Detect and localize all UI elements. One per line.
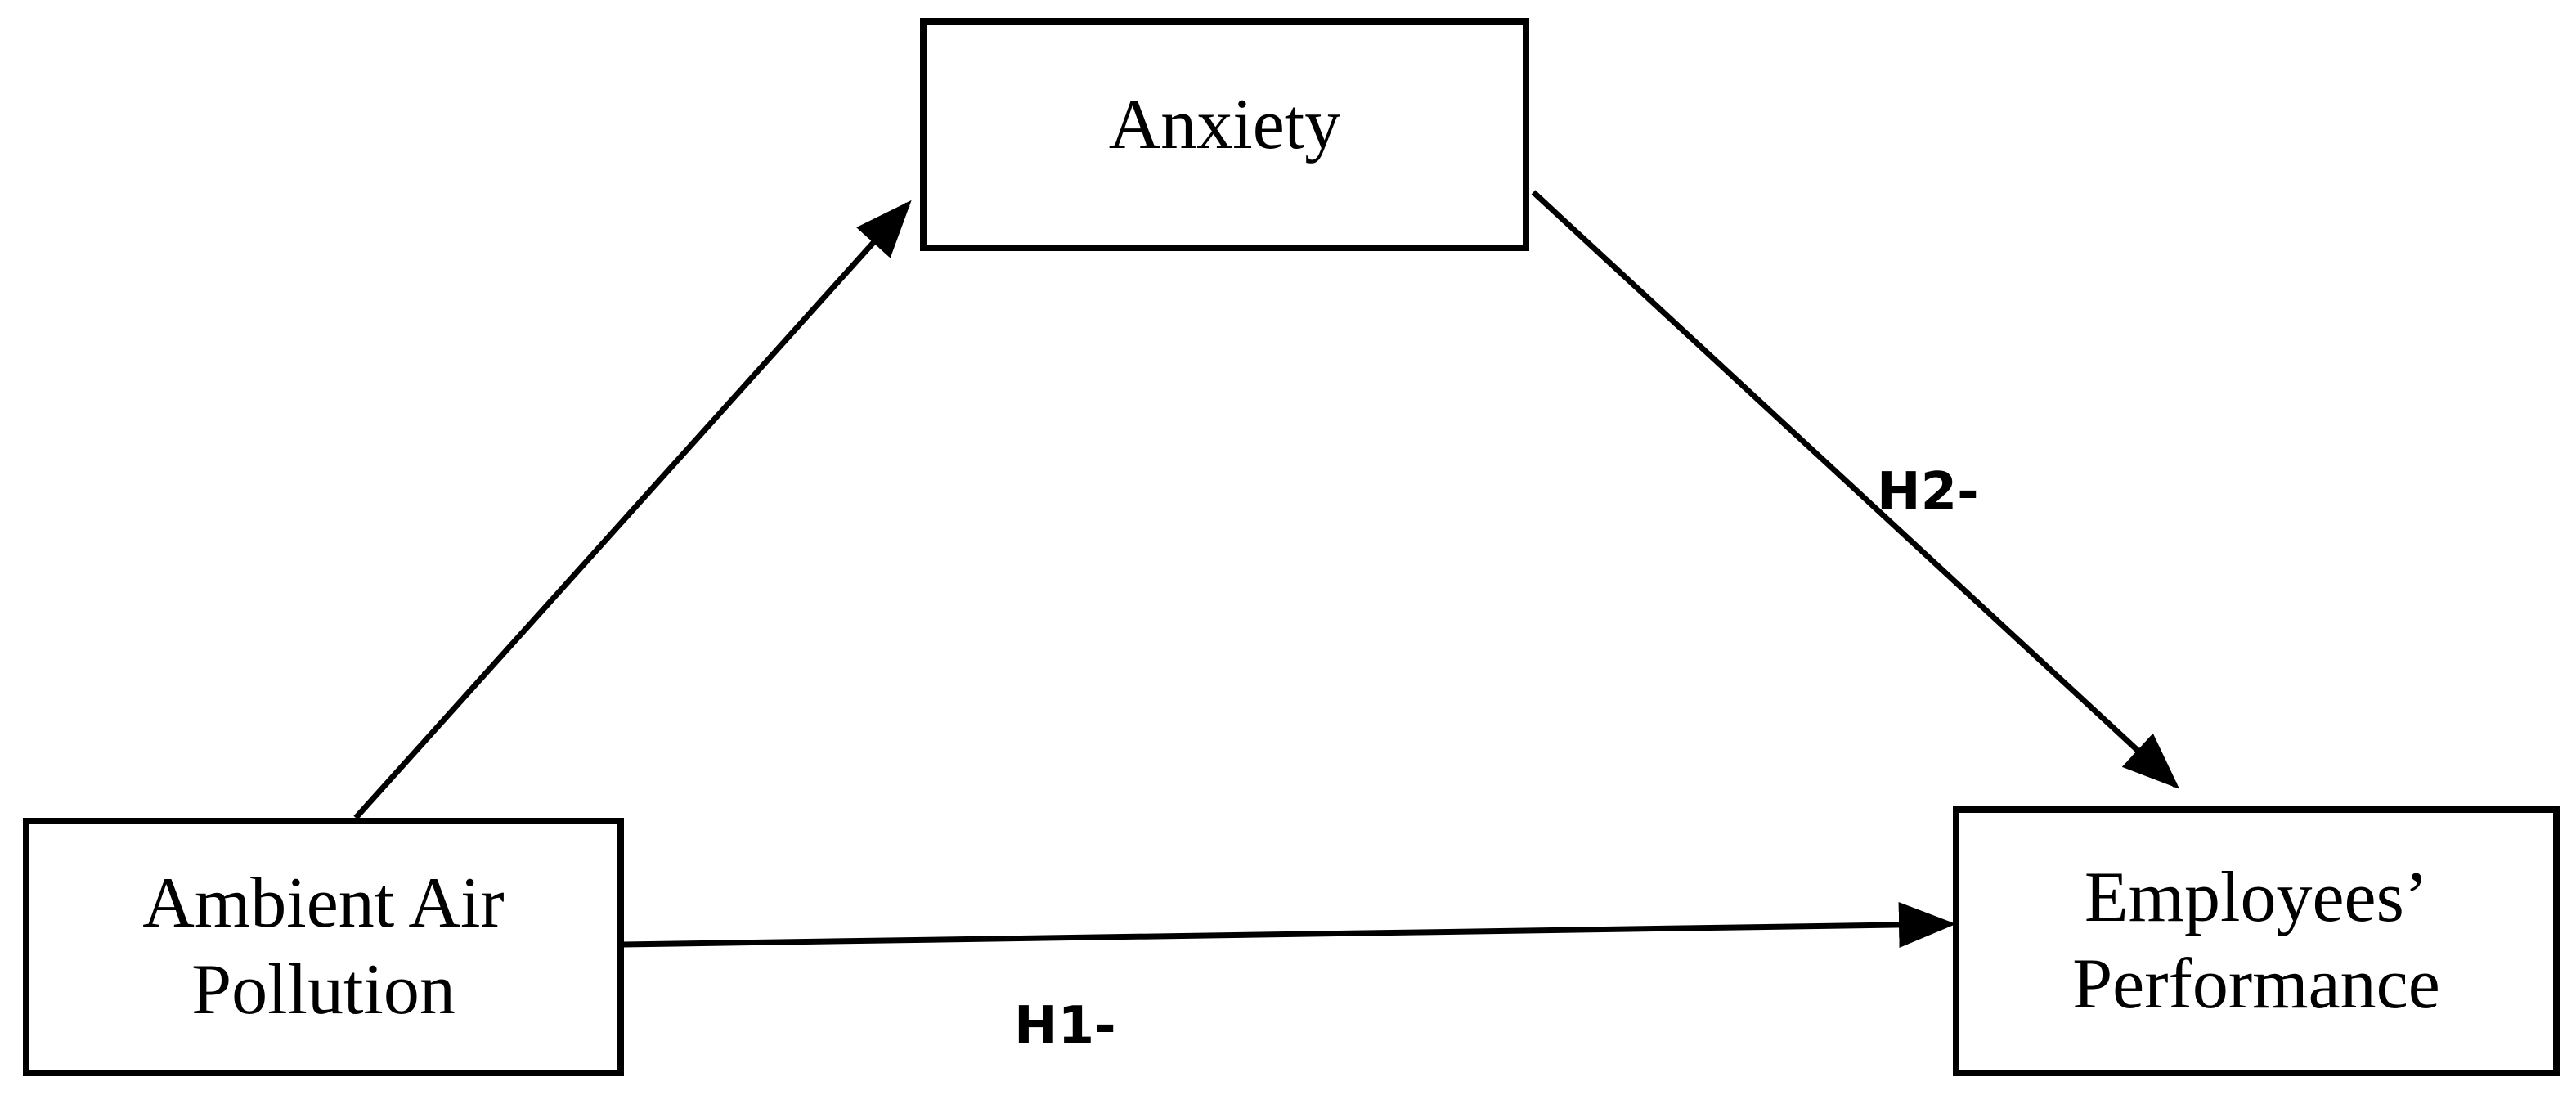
node-pollution-label-line2: Pollution	[191, 950, 456, 1030]
node-ambient-air-pollution: Ambient Air Pollution	[23, 818, 624, 1076]
node-anxiety: Anxiety	[920, 18, 1529, 251]
node-performance-label-line2: Performance	[2072, 945, 2440, 1024]
arrow-pollution-to-anxiety	[353, 200, 912, 820]
edge-label-h2: H2-	[1877, 462, 1979, 523]
arrow-pollution-to-performance	[621, 901, 1956, 948]
arrow-anxiety-to-performance	[1531, 190, 2180, 789]
node-employees-performance: Employees’ Performance	[1953, 806, 2560, 1076]
edge-label-h1: H1-	[1014, 996, 1116, 1057]
node-pollution-label-line1: Ambient Air	[142, 864, 505, 944]
node-performance-label-line1: Employees’	[2084, 858, 2429, 938]
node-anxiety-label: Anxiety	[1108, 85, 1341, 164]
